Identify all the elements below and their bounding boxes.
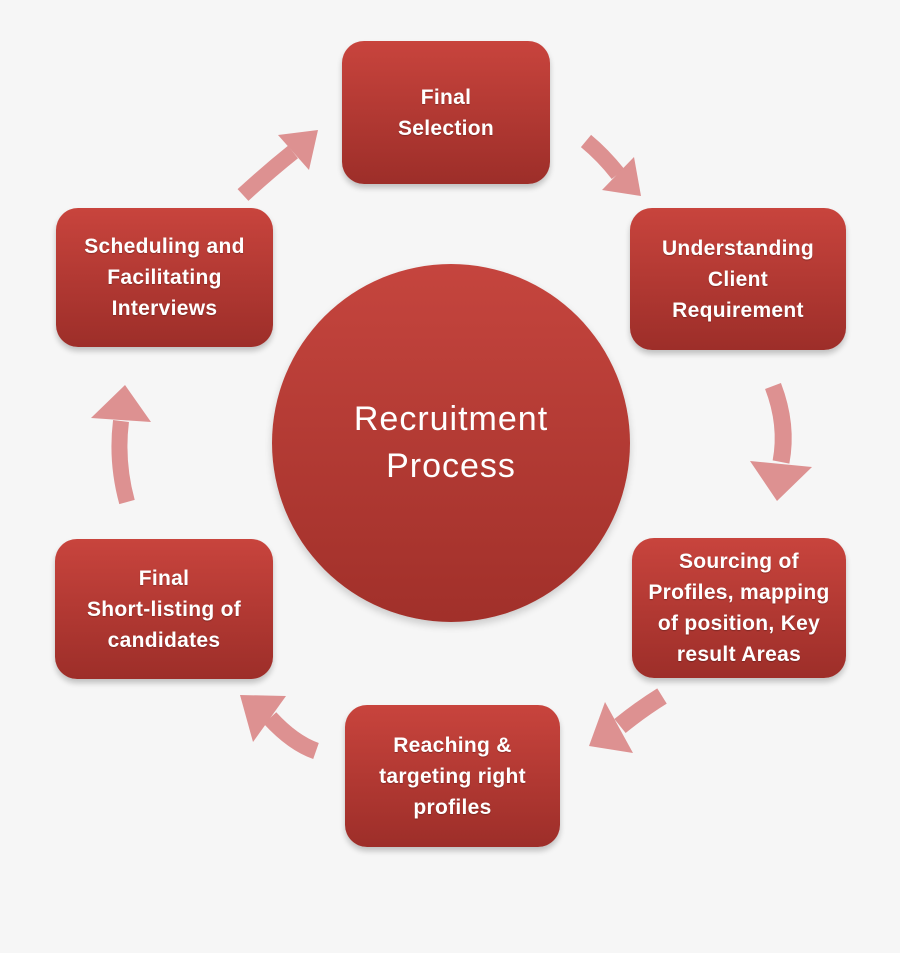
- step-label: Reaching & targeting right profiles: [379, 733, 526, 819]
- arrow-shaft: [765, 382, 792, 464]
- step-label: Understanding Client Requirement: [661, 236, 815, 322]
- arrow-head: [589, 702, 633, 753]
- arrow-shaft: [614, 688, 667, 734]
- arrow-head: [240, 695, 286, 742]
- arrow-head: [91, 385, 151, 422]
- arrow-final-selection-to-understanding-icon: [580, 134, 641, 196]
- step-label: Sourcing of Profiles, mapping of positio…: [648, 550, 830, 666]
- step-final-selection: Final Selection: [342, 41, 550, 184]
- arrow-shaft: [580, 134, 625, 179]
- arrow-understanding-to-sourcing-icon: [750, 382, 812, 501]
- arrow-sourcing-to-reaching-icon: [589, 688, 667, 753]
- step-final-short-listing-of-candidates: Final Short-listing of candidates: [55, 539, 273, 679]
- step-reaching-targeting-right-profiles: Reaching & targeting right profiles: [345, 705, 560, 847]
- arrow-shaft: [263, 712, 320, 760]
- step-label: Scheduling and Facilitating Interviews: [84, 235, 245, 320]
- step-label: Final Short-listing of candidates: [86, 566, 242, 652]
- arrow-scheduling-to-final-selection-icon: [237, 130, 318, 201]
- arrow-reaching-to-shortlisting-icon: [240, 695, 320, 760]
- arrow-shaft: [111, 420, 135, 505]
- step-scheduling-and-facilitating-interviews: Scheduling and Facilitating Interviews: [56, 208, 273, 347]
- step-sourcing-of-profiles: Sourcing of Profiles, mapping of positio…: [632, 538, 846, 678]
- arrow-shaft: [237, 145, 298, 201]
- center-circle: Recruitment Process: [272, 264, 630, 622]
- step-label: Final Selection: [397, 85, 495, 140]
- arrow-head: [602, 157, 641, 196]
- arrow-head: [750, 461, 812, 501]
- arrow-shortlisting-to-scheduling-icon: [91, 385, 151, 505]
- diagram-title: Recruitment Process: [353, 400, 549, 485]
- arrow-head: [278, 130, 318, 170]
- step-understanding-client-requirement: Understanding Client Requirement: [630, 208, 846, 350]
